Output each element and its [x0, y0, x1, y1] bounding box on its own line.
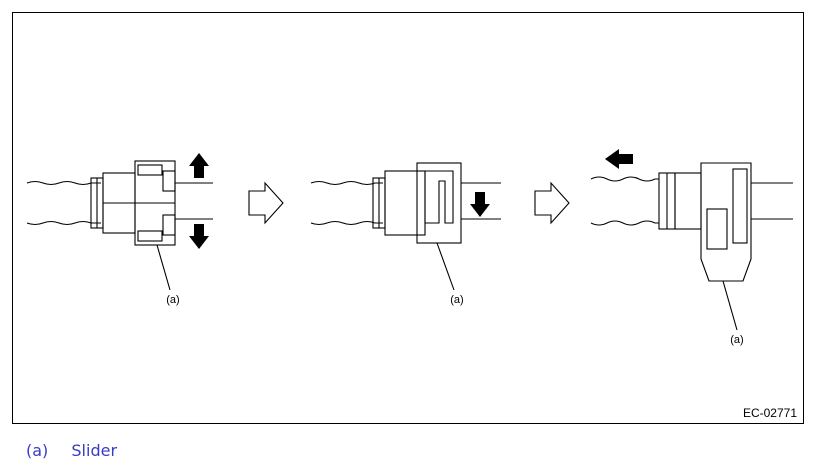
arrow-down-icon [189, 224, 209, 249]
next-step-arrow-icon [248, 181, 284, 225]
legend-label: Slider [71, 441, 118, 460]
legend: (a) Slider [26, 441, 117, 460]
figure-code: EC-02771 [742, 406, 797, 420]
panel-2-connector [310, 162, 501, 244]
panel-3-connector [590, 162, 793, 282]
next-step-arrow-icon [534, 181, 570, 225]
panel-1-callout: (a) [166, 294, 179, 306]
arrow-up-icon [189, 153, 209, 178]
panel-3-callout: (a) [730, 334, 743, 346]
arrow-down-icon [470, 192, 490, 217]
panel-2-callout: (a) [450, 294, 463, 306]
diagram-canvas: (a) (a) (a) [26, 149, 793, 346]
diagram-frame: (a) (a) (a) EC-02771 [12, 12, 804, 424]
panel-1-connector [26, 160, 213, 246]
legend-key: (a) [26, 441, 49, 460]
arrow-left-icon [605, 149, 633, 169]
